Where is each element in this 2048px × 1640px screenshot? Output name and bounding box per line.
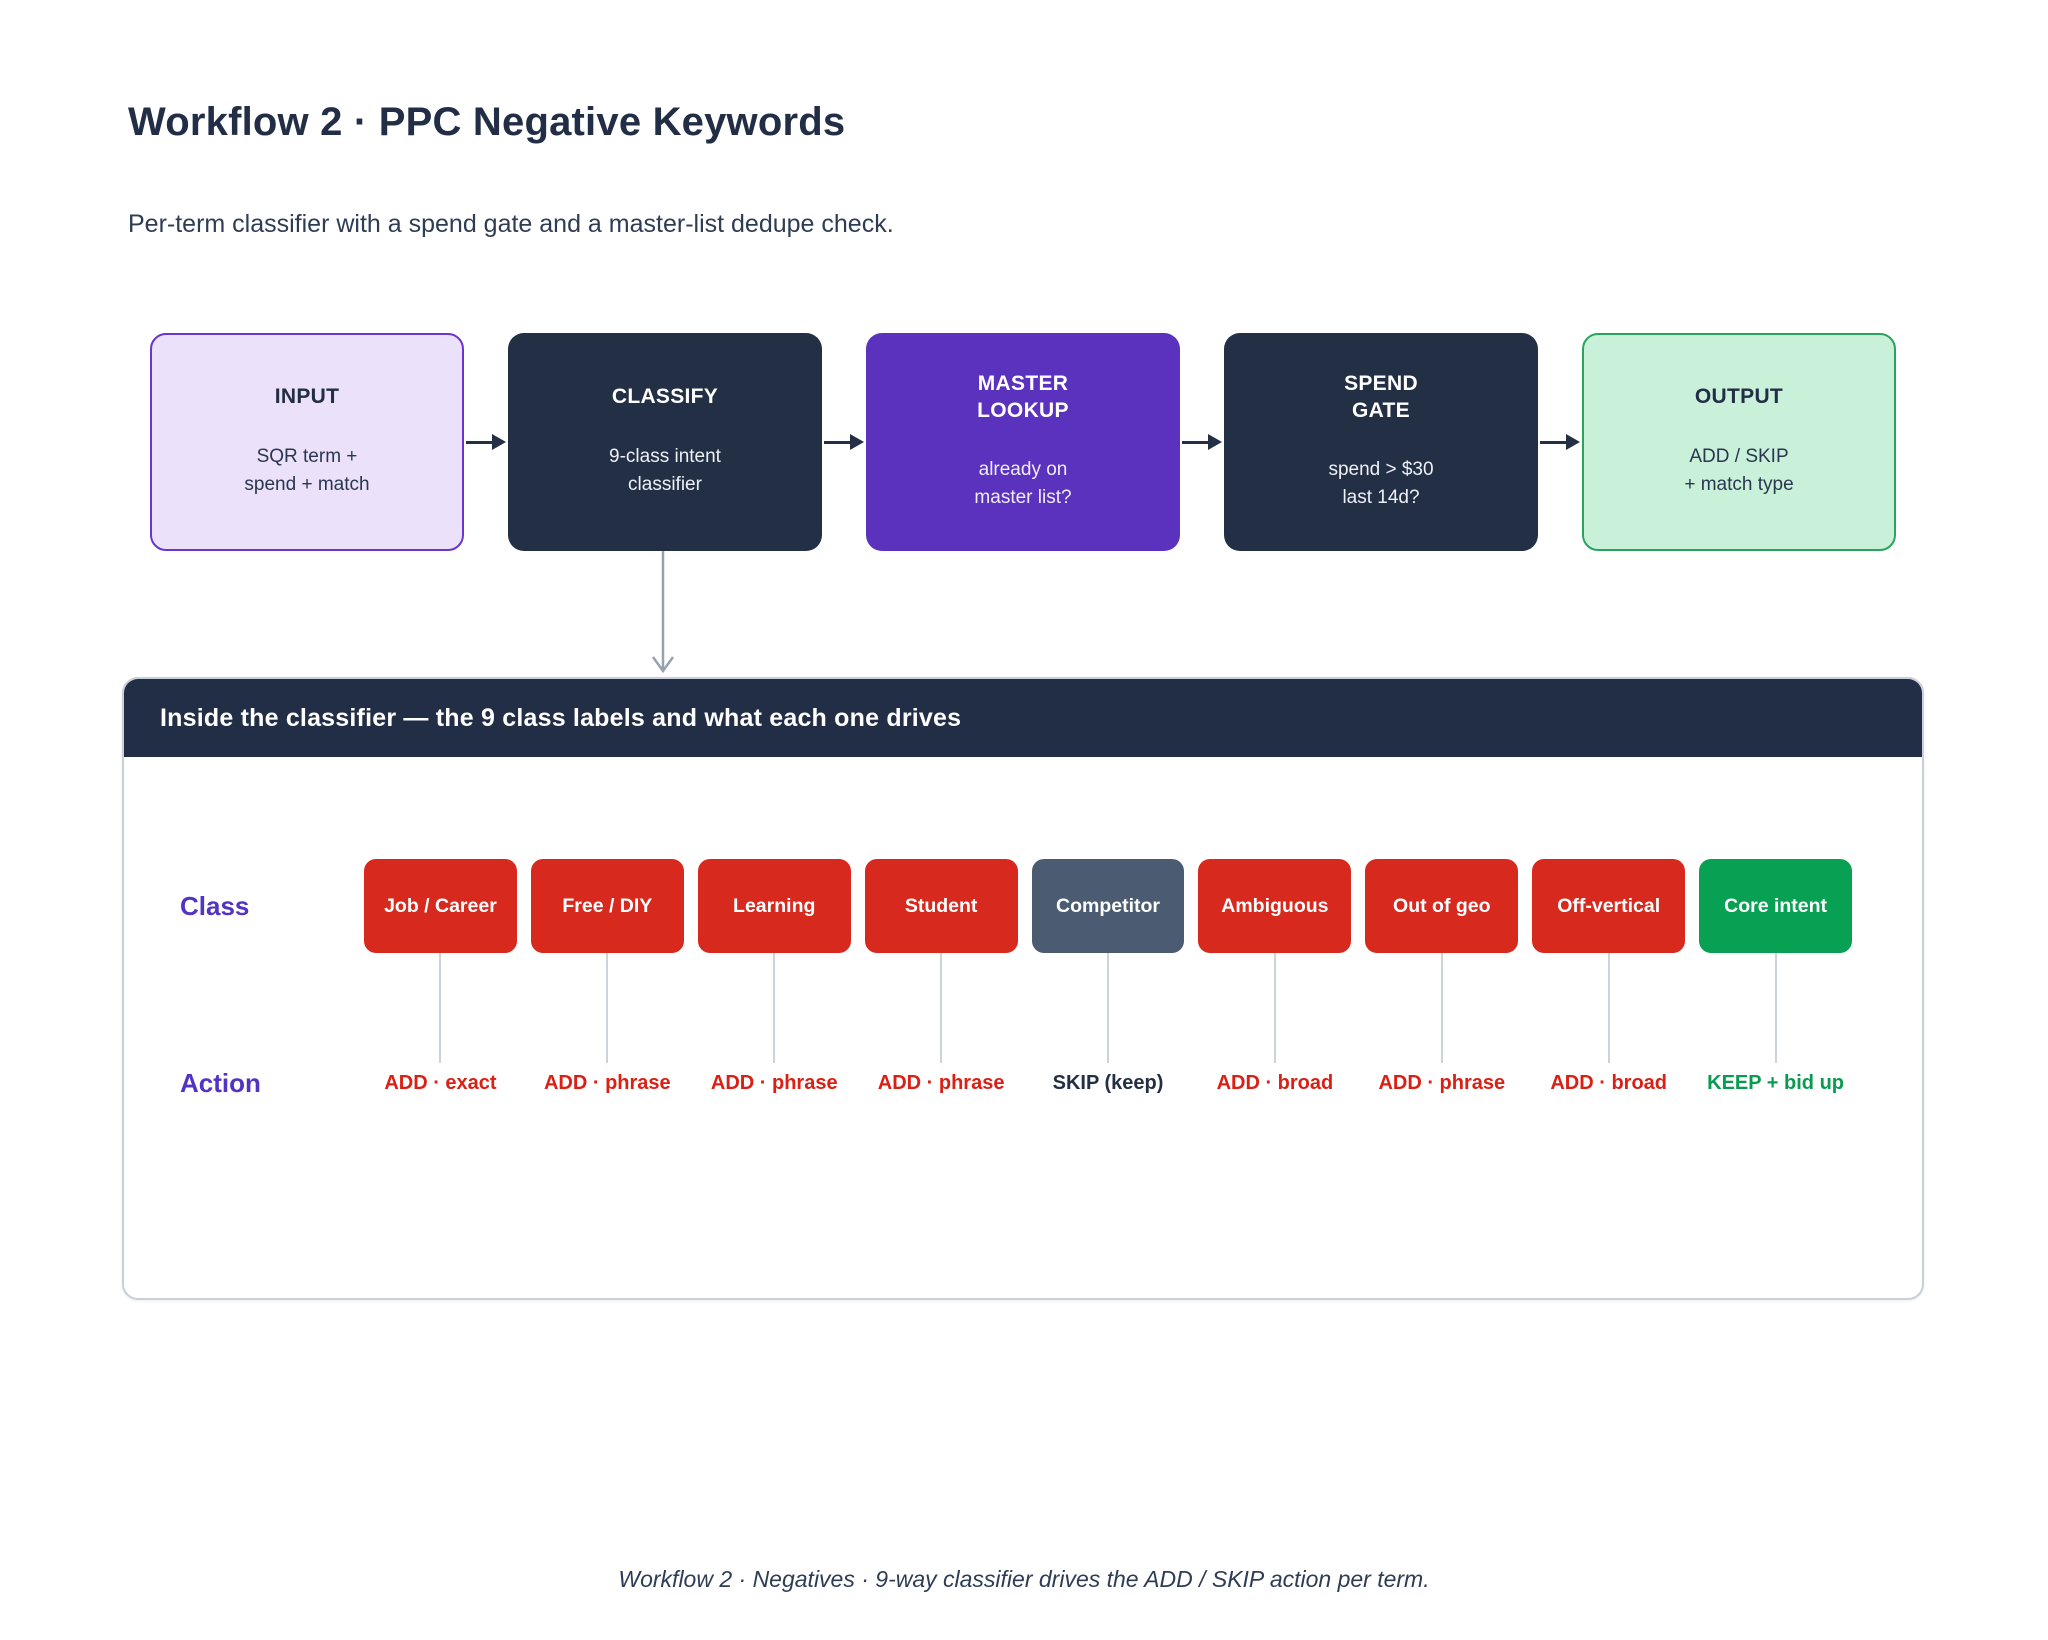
classifier-panel-header: Inside the classifier — the 9 class labe… <box>124 679 1922 757</box>
connector-line <box>1607 953 1610 1063</box>
flow-node-spend-gate: SPEND GATE spend > $30 last 14d? <box>1224 333 1538 551</box>
arrow-down-icon <box>651 551 675 674</box>
arrow-right-icon <box>1538 432 1582 452</box>
action-label: ADD · phrase <box>543 1071 671 1094</box>
flow-node-output: OUTPUT ADD / SKIP + match type <box>1582 333 1896 551</box>
page-subtitle: Per-term classifier with a spend gate an… <box>128 210 894 238</box>
class-chip-job-career: Job / Career <box>364 859 517 953</box>
action-label: ADD · phrase <box>877 1071 1005 1094</box>
flow-node-input: INPUT SQR term + spend + match <box>150 333 464 551</box>
arrow-right-icon <box>464 432 508 452</box>
node-title: SPEND GATE <box>1344 372 1418 422</box>
arrow-right-icon <box>822 432 866 452</box>
connector-line <box>940 953 943 1063</box>
connector-line <box>439 953 442 1063</box>
action-label: ADD · broad <box>1216 1071 1334 1094</box>
action-label: ADD · exact <box>384 1071 497 1094</box>
class-row-label: Class <box>180 890 250 921</box>
action-label: ADD · phrase <box>710 1071 838 1094</box>
node-body: spend > $30 last 14d? <box>1328 458 1434 509</box>
class-chip-core-intent: Core intent <box>1699 859 1853 953</box>
connector-line <box>773 953 776 1063</box>
node-body: SQR term + spend + match <box>244 445 370 496</box>
node-title: MASTER LOOKUP <box>977 372 1069 422</box>
class-chip-student: Student <box>864 859 1018 953</box>
action-label: KEEP + bid up <box>1707 1071 1844 1094</box>
action-label: ADD · phrase <box>1378 1071 1506 1094</box>
connector-line <box>1440 953 1443 1063</box>
class-chip-off-vertical: Off-vertical <box>1532 859 1686 953</box>
connector-line <box>1273 953 1276 1063</box>
connector-line <box>1107 953 1109 1063</box>
node-body: 9-class intent classifier <box>609 445 721 496</box>
connector-line <box>606 953 609 1063</box>
action-label: SKIP (keep) <box>1052 1071 1164 1094</box>
class-chip-out-of-geo: Out of geo <box>1365 859 1519 953</box>
action-label: ADD · broad <box>1550 1071 1668 1094</box>
classifier-panel: Inside the classifier — the 9 class labe… <box>122 677 1924 1300</box>
node-title: OUTPUT <box>1694 385 1784 409</box>
node-body: ADD / SKIP + match type <box>1684 445 1794 496</box>
class-chip-free-diy: Free / DIY <box>530 859 684 953</box>
footer-caption: Workflow 2 · Negatives · 9-way classifie… <box>618 1566 1430 1592</box>
action-row: Action ADD · exact ADD · phrase ADD · ph… <box>124 1063 1922 1103</box>
action-row-label: Action <box>180 1067 261 1098</box>
node-body: already on master list? <box>974 458 1072 509</box>
class-chip-ambiguous: Ambiguous <box>1198 859 1352 953</box>
page-title: Workflow 2 · PPC Negative Keywords <box>128 100 846 144</box>
class-row: Class Job / Career Free / DIY Learning S… <box>124 859 1922 953</box>
flow-node-master-lookup: MASTER LOOKUP already on master list? <box>866 333 1180 551</box>
class-chip-learning: Learning <box>697 859 851 953</box>
connector-row <box>124 953 1922 1063</box>
node-title: INPUT <box>274 385 340 409</box>
node-title: CLASSIFY <box>611 385 719 409</box>
flow-node-classify: CLASSIFY 9-class intent classifier <box>508 333 822 551</box>
arrow-right-icon <box>1180 432 1224 452</box>
flow-diagram: INPUT SQR term + spend + match CLASSIFY … <box>150 333 1896 551</box>
class-chip-competitor: Competitor <box>1031 859 1185 953</box>
connector-line <box>1774 953 1777 1063</box>
